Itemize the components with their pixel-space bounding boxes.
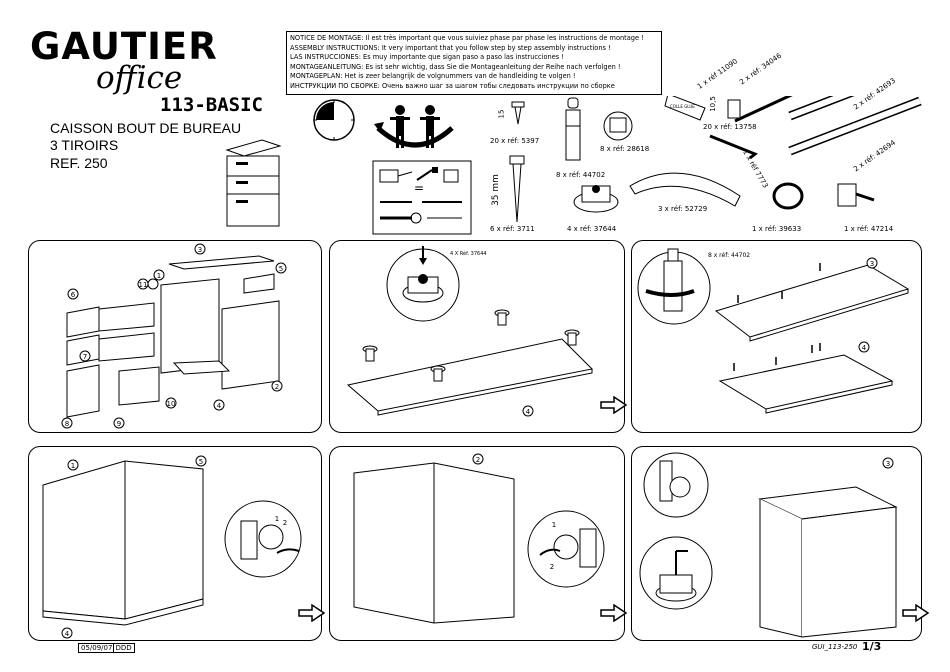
part-number: 1	[552, 521, 556, 529]
hardware-label-47214: 1 x réf: 47214	[844, 225, 894, 233]
notice-line-ru: ИНСТРУКЦИИ ПО СБОРКЕ: Очень важно шаг за…	[290, 81, 615, 90]
dowel-height-dimension: 10,5	[708, 96, 717, 112]
footer-date-value: 05/09/07	[81, 644, 113, 652]
step-6-drawing: 3	[639, 452, 898, 638]
cam-lock-28618-icon	[603, 111, 633, 141]
notice-line-de: MONTAGEANLEITUNG: Es ist sehr wichtig, d…	[290, 62, 621, 71]
part-number: 2	[275, 383, 279, 391]
next-step-arrow-icon	[902, 604, 930, 622]
product-title: CAISSON BOUT DE BUREAU 3 TIROIRS	[50, 120, 241, 154]
hardware-label-11090: 1 x réf 11090	[695, 57, 740, 91]
allen-key-7773-icon	[709, 134, 758, 160]
product-title-line2: 3 TIROIRS	[50, 137, 119, 153]
footer-document-code: GUI_113-250	[812, 643, 858, 651]
part-number: 3	[198, 246, 202, 254]
part-number: 4	[65, 630, 70, 638]
exploded-view-drawing: 1 2 3 4 5 6 7 8 9 9 10 11 11	[61, 243, 287, 429]
ring-39633-icon	[772, 182, 804, 210]
step-4-carcass: 1 5 1 2 4	[28, 446, 322, 641]
lock-47214-icon	[837, 183, 875, 207]
screw-3711-icon	[509, 155, 525, 223]
part-number: 5	[199, 458, 203, 466]
part-number: 2	[550, 563, 554, 571]
next-step-arrow-icon	[600, 396, 628, 414]
part-number: 7	[83, 353, 87, 361]
drawer-slide-42693-icon	[788, 96, 855, 121]
part-number: 4	[217, 402, 222, 410]
part-number: 1	[275, 515, 279, 523]
part-number: 6	[71, 291, 76, 299]
part-number: 3	[870, 260, 874, 268]
handle-52729-icon	[629, 172, 741, 207]
hardware-label-3711: 6 x réf: 3711	[490, 225, 535, 233]
rod-34046-icon	[734, 96, 793, 123]
step-4-drawing: 1 5 1 2 4	[42, 455, 302, 639]
step-3-connectors: 3 4 8 x réf: 44702	[631, 240, 922, 433]
step-2-glides: 4 4 X Réf. 37644	[329, 240, 625, 433]
step-5-drawing: 2 1 2	[353, 453, 605, 624]
tools-required-icon: =	[372, 160, 472, 235]
step-1-exploded-view: 1 2 3 4 5 6 7 8 9 9 10 11 11	[28, 240, 322, 433]
model-name: 113-BASIC	[160, 94, 263, 116]
cabinet-preview-icon	[225, 139, 282, 227]
hardware-label-52729: 3 x réf: 52729	[658, 205, 708, 213]
notice-line-es: LAS INSTRUCCIONES: Es muy importante que…	[290, 53, 564, 62]
dowel-13758-icon	[727, 99, 741, 119]
brand-logo-office: office	[96, 60, 183, 96]
step-6-top: 3	[631, 446, 922, 641]
hardware-label-39633: 1 x réf: 39633	[752, 225, 802, 233]
part-number: 10	[167, 400, 176, 408]
connector-bolt-44702-icon	[565, 97, 581, 161]
two-person-assembly-icon	[374, 105, 454, 148]
screw-length-dimension: 35 mm	[490, 174, 501, 206]
step-3-part-label: 8 x réf: 44702	[708, 252, 750, 259]
footer-page-number: 1/3	[862, 640, 882, 653]
part-number: 3	[886, 460, 890, 468]
step-2-part-label: 4 X Réf. 37644	[450, 250, 487, 257]
next-step-arrow-icon	[298, 604, 326, 622]
hardware-label-5397: 20 x réf: 5397	[490, 137, 540, 145]
footer-date-code: DDD	[113, 644, 132, 652]
screw-head-dimension: 15	[497, 109, 506, 119]
notice-line-fr: NOTICE DE MONTAGE: Il est très important…	[290, 34, 644, 42]
notice-line-nl: MONTAGEPLAN: Het is zeer belangrijk de v…	[290, 72, 576, 81]
part-number: 1	[71, 462, 75, 470]
drawer-slide-42694-icon	[788, 96, 922, 156]
step-5-side-panel: 2 1 2	[329, 446, 625, 641]
svg-text:=: =	[414, 181, 424, 195]
part-number: 2	[476, 456, 480, 464]
hardware-illustrations: COLLE GLUE	[509, 96, 922, 223]
step-2-drawing: 4 4 X Réf. 37644	[346, 246, 594, 417]
screw-5397-icon	[511, 101, 525, 125]
hardware-label-44702: 8 x réf: 44702	[556, 171, 606, 179]
product-title-line1: CAISSON BOUT DE BUREAU	[50, 120, 242, 136]
part-number: 4	[526, 408, 531, 416]
clock-icon	[313, 99, 355, 141]
product-reference: REF. 250	[50, 155, 108, 171]
hardware-label-13758: 20 x réf: 13758	[703, 123, 757, 131]
glue-tube-icon: COLLE GLUE	[664, 96, 706, 121]
assembly-notice: NOTICE DE MONTAGE: Il est très important…	[286, 31, 662, 95]
hardware-label-28618: 8 x réf: 28618	[600, 145, 650, 153]
part-number: 1	[157, 272, 161, 280]
glue-label: COLLE GLUE	[670, 104, 695, 109]
part-number: 9	[117, 420, 121, 428]
part-number: 2	[283, 519, 287, 527]
hardware-label-37644: 4 x réf: 37644	[567, 225, 617, 233]
next-step-arrow-icon	[600, 604, 628, 622]
step-3-drawing: 3 4 8 x réf: 44702	[637, 248, 910, 414]
hardware-label-34046: 2 x réf: 34046	[738, 51, 784, 87]
part-number: 11	[139, 281, 148, 289]
brand-logo-gautier: GAUTIER	[30, 25, 218, 68]
part-number: 5	[279, 265, 283, 273]
glide-37644-icon	[573, 185, 619, 213]
part-number: 4	[862, 344, 867, 352]
part-number: 8	[65, 420, 69, 428]
notice-line-en: ASSEMBLY INSTRUCTIIONS: It very importan…	[290, 43, 611, 52]
